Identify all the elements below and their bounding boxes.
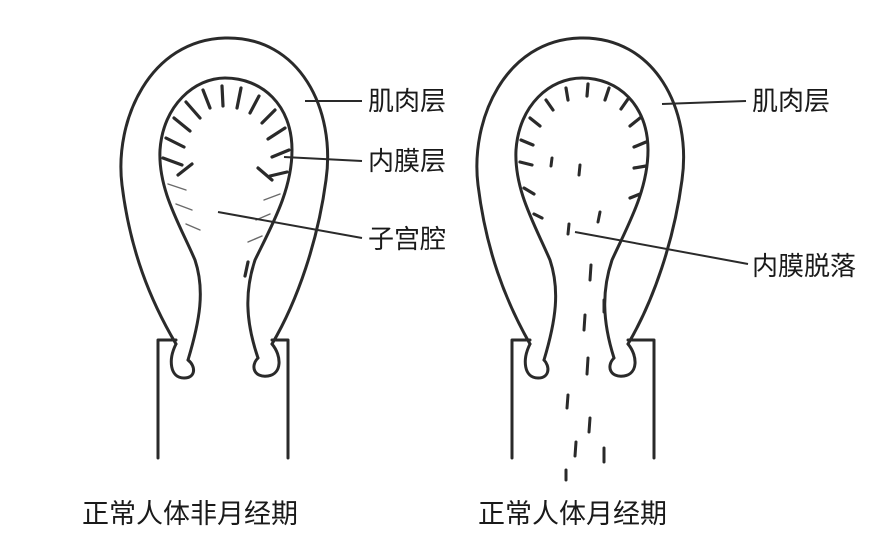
right-label-muscle: 肌肉层: [752, 87, 830, 117]
left-outer-wall: [119, 36, 330, 346]
left-uterus-illustration: [119, 36, 363, 460]
right-neck-right: [608, 342, 637, 378]
left-neck-right: [252, 342, 281, 378]
right-outer-wall: [475, 36, 686, 346]
left-label-endometrium: 内膜层: [368, 147, 446, 177]
left-caption: 正常人体非月经期: [82, 499, 298, 530]
left-leader-endometrium: [283, 156, 363, 162]
right-caption: 正常人体月经期: [478, 499, 667, 530]
right-endometrium-hatch: [518, 82, 648, 220]
left-inner-wall: [158, 76, 294, 362]
right-shedding-fragments: [549, 156, 606, 482]
right-uterus-illustration: [475, 36, 749, 482]
right-inner-wall: [514, 76, 650, 362]
right-neck-left: [523, 342, 550, 380]
left-label-cavity: 子宫腔: [368, 225, 446, 255]
right-tube-left: [510, 338, 532, 460]
left-neck-left: [169, 342, 195, 380]
left-tube-left: [156, 338, 178, 460]
left-label-muscle: 肌肉层: [368, 87, 446, 117]
right-label-shedding: 内膜脱落: [752, 252, 856, 282]
right-tube-right: [626, 338, 656, 460]
left-tube-right: [270, 338, 290, 460]
right-leader-muscle: [661, 100, 747, 105]
left-leader-cavity: [217, 211, 363, 239]
right-leader-shedding: [574, 231, 749, 265]
left-endometrium-hatch: [161, 84, 291, 278]
